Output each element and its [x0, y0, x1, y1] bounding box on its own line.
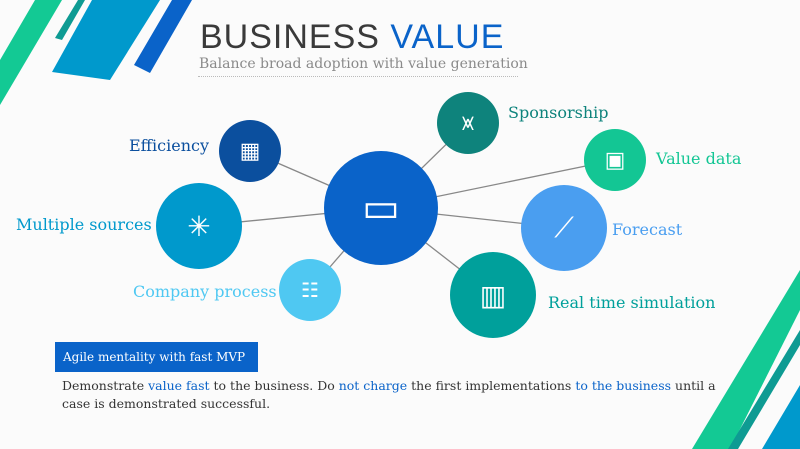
label-company-process: Company process — [133, 282, 277, 301]
team-meeting-icon: ☷ — [279, 259, 341, 321]
stripe — [762, 385, 800, 449]
bar-chart-icon: ▥ — [450, 252, 536, 338]
desc-text: until a case is demonstrated successful. — [62, 378, 716, 411]
desc-highlight: to the business — [575, 378, 672, 393]
page-title: BUSINESS VALUE — [200, 18, 504, 57]
stripe — [55, 0, 85, 40]
stripe — [0, 0, 62, 105]
director-chair-icon: ⩙ — [437, 92, 499, 154]
stripe — [692, 270, 800, 449]
network-icon: ✳ — [156, 183, 242, 269]
desc-highlight: value fast — [148, 378, 210, 393]
stripe — [134, 0, 192, 73]
divider — [198, 76, 518, 77]
title-part1: BUSINESS — [200, 18, 380, 56]
page-subtitle: Balance broad adoption with value genera… — [199, 56, 528, 72]
label-efficiency: Efficiency — [129, 136, 210, 155]
floppy-disk-icon: ▣ — [584, 129, 646, 191]
label-multiple-sources: Multiple sources — [16, 215, 152, 234]
desc-text: Demonstrate — [62, 378, 149, 393]
calculator-icon: ▦ — [219, 120, 281, 182]
desc-highlight: not charge — [338, 378, 408, 393]
desc-text: to the business. Do — [209, 378, 339, 393]
label-real-time-simulation: Real time simulation — [548, 293, 716, 312]
label-forecast: Forecast — [612, 220, 683, 239]
desc-text: the first implementations — [407, 378, 576, 393]
stripe — [52, 0, 160, 80]
label-value-data: Value data — [656, 149, 742, 168]
title-part2: VALUE — [390, 18, 505, 56]
treasure-chest-icon: ▭ — [324, 151, 438, 265]
label-sponsorship: Sponsorship — [508, 103, 609, 122]
line-chart-icon: ⟋ — [521, 185, 607, 271]
agile-banner: Agile mentality with fast MVP — [55, 342, 258, 372]
description: Demonstrate value fast to the business. … — [62, 377, 742, 413]
stripe — [728, 330, 800, 449]
